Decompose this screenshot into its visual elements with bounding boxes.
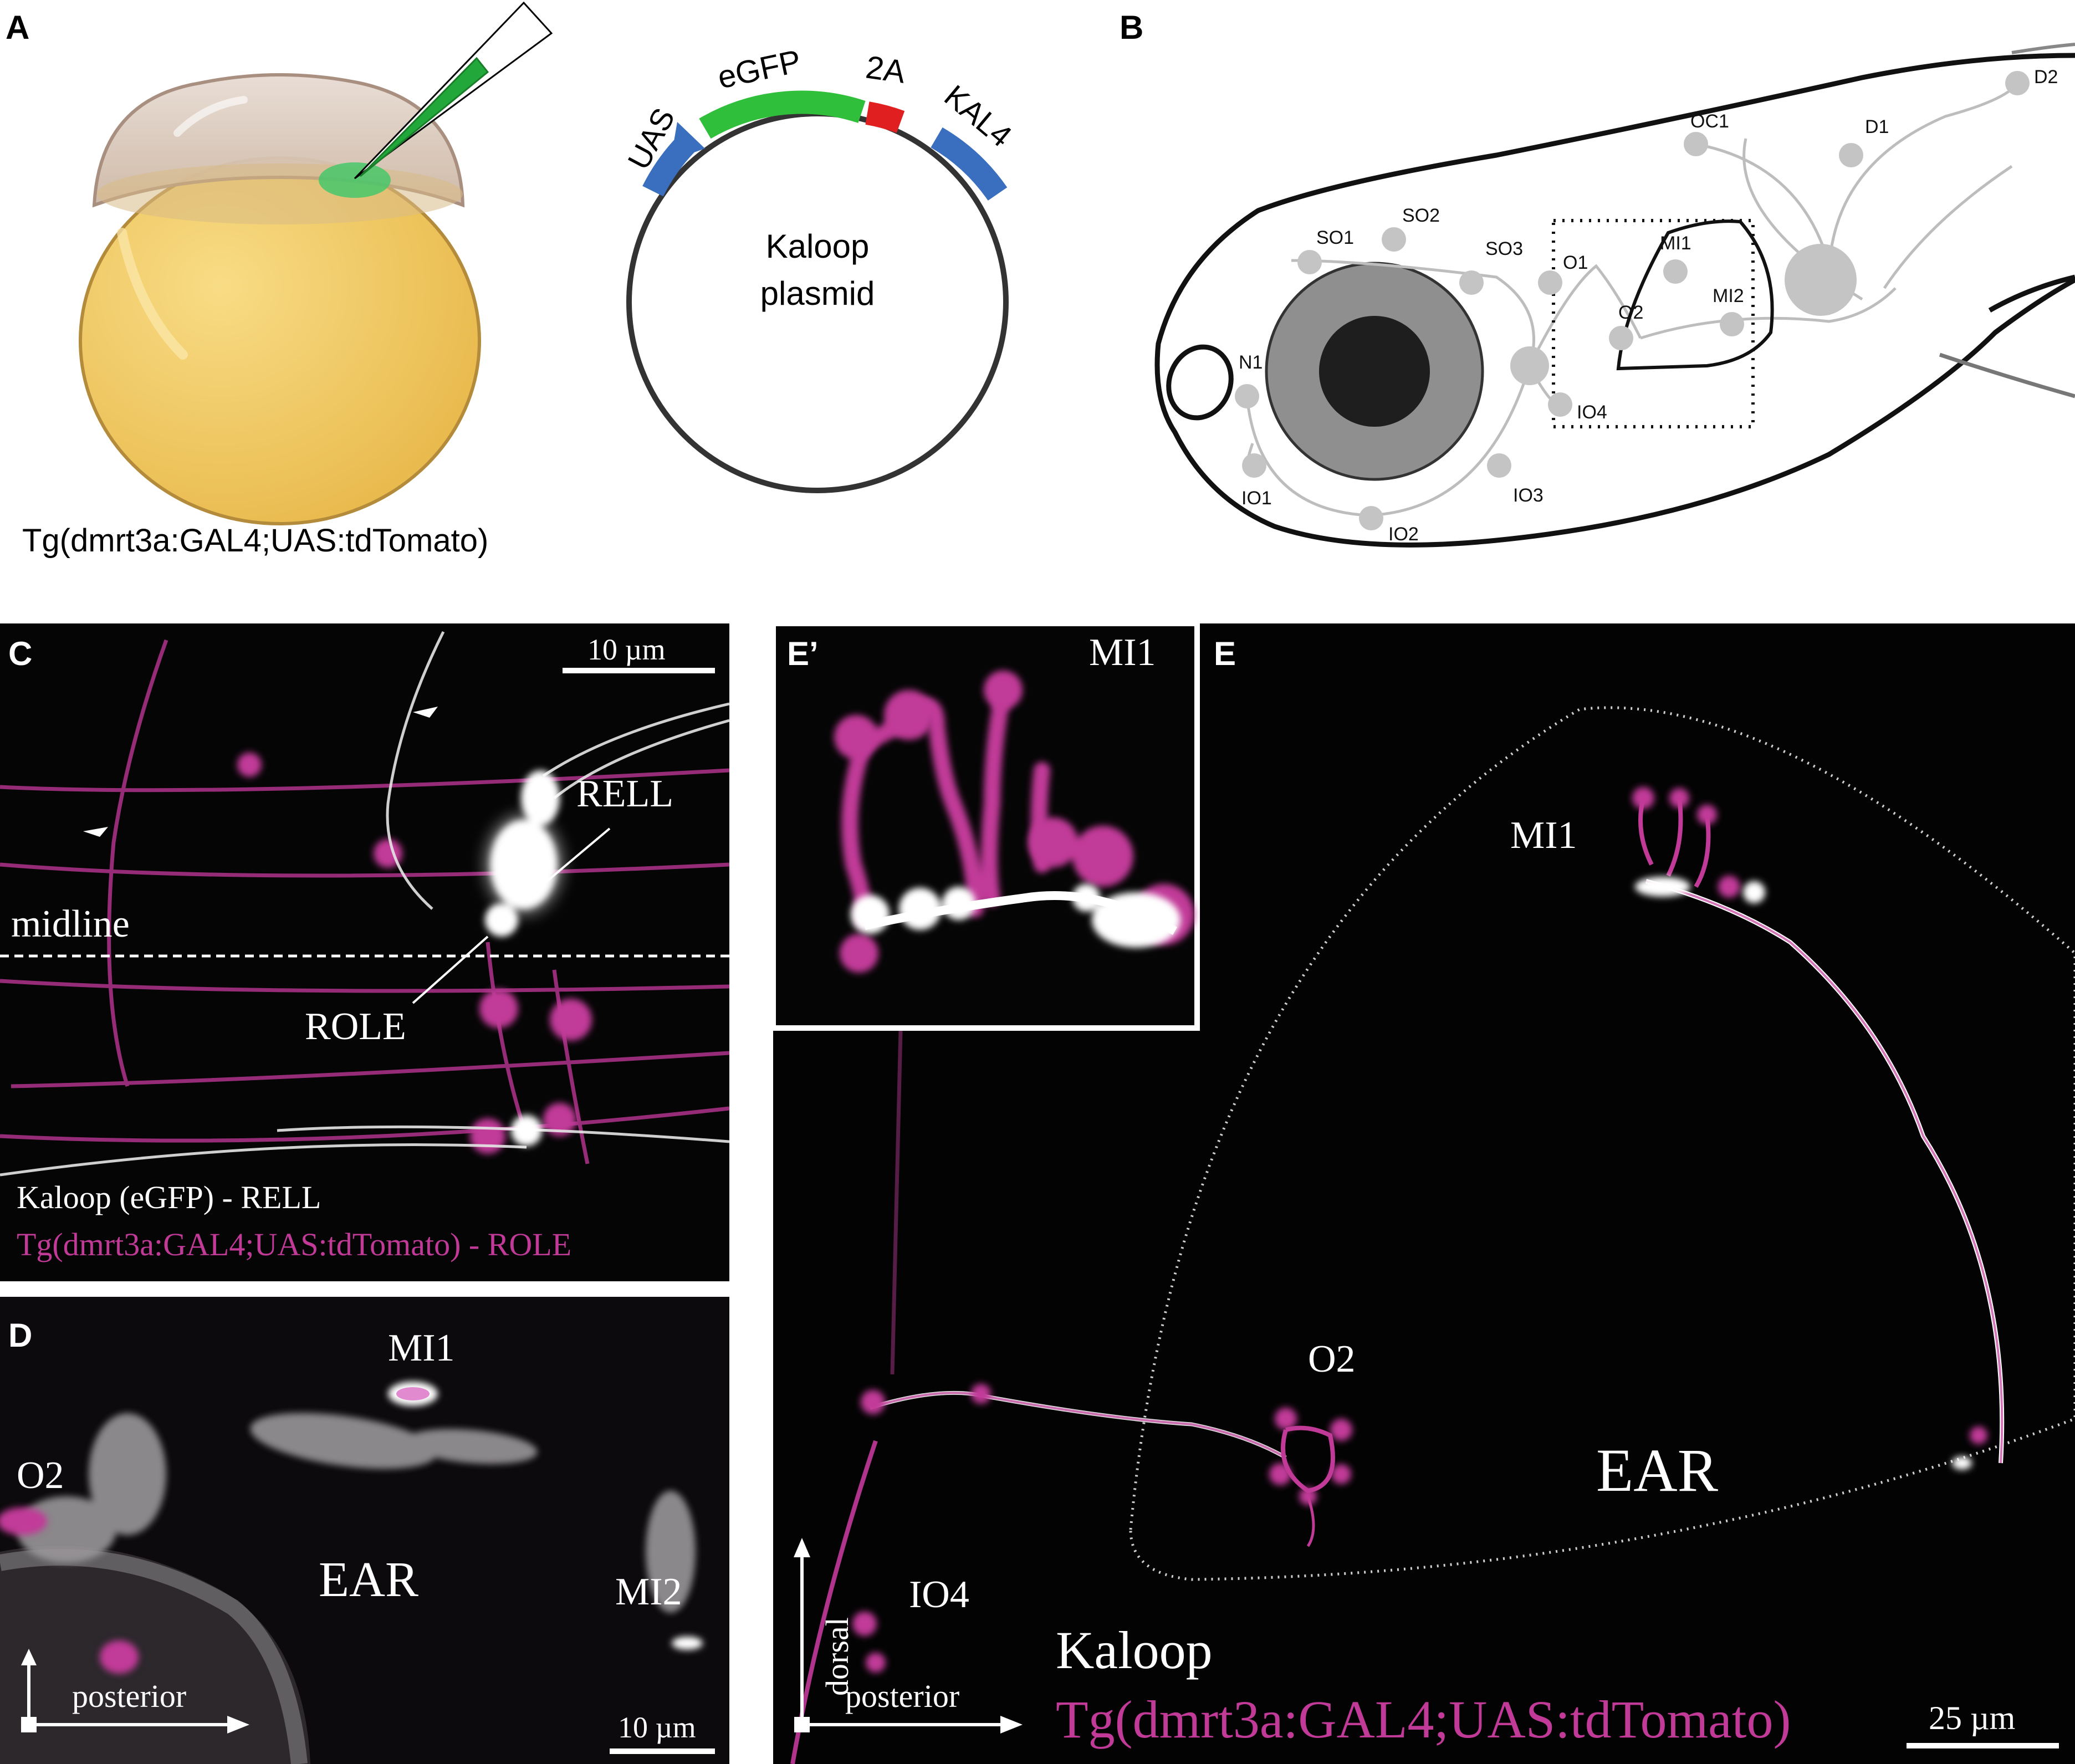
role-label: ROLE — [305, 1005, 406, 1048]
egfp-label: eGFP — [714, 43, 804, 96]
kal4-segment — [931, 127, 1008, 201]
e-axis-h-label: posterior — [845, 1678, 959, 1714]
plasmid-name-1: Kaloop — [766, 228, 870, 265]
arrowhead-2-icon — [413, 707, 438, 718]
nm-io4: IO4 — [1577, 402, 1607, 423]
e-mi1-label: MI1 — [1510, 814, 1577, 857]
fish-outline — [1154, 53, 2075, 548]
e-ear-label: EAR — [1596, 1436, 1719, 1504]
t2a-segment — [865, 101, 905, 133]
d-ear-label: EAR — [319, 1552, 418, 1607]
panel-c-background — [0, 623, 729, 1281]
panel-c: midline RELL ROLE 10 µm C Kaloop (eGFP) … — [0, 623, 730, 1281]
panel-eprime-label: E’ — [787, 635, 819, 672]
ear-outline — [1616, 219, 1774, 371]
plasmid-name-2: plasmid — [760, 275, 875, 312]
nm-io2: IO2 — [1388, 524, 1419, 545]
needle-icon — [354, 1, 553, 180]
injection-site — [319, 162, 391, 198]
d-mi1-label: MI1 — [388, 1327, 455, 1369]
nm-so2: SO2 — [1402, 205, 1440, 226]
nm-n1: N1 — [1239, 352, 1263, 373]
rell-label: RELL — [576, 773, 673, 815]
nm-d2: D2 — [2034, 67, 2058, 88]
panel-a-label: A — [6, 9, 29, 46]
pupil — [1319, 316, 1430, 427]
legend-c-white: Kaloop (eGFP) - RELL — [17, 1179, 321, 1215]
e-up-arrow-icon — [794, 1538, 810, 1557]
e-ear-outline — [1129, 706, 2075, 1581]
d-axis-label: posterior — [72, 1678, 186, 1714]
panel-b-label: B — [1120, 9, 1143, 46]
nm-so3: SO3 — [1485, 238, 1523, 259]
e-right-arrow-icon — [1000, 1716, 1023, 1734]
neuromasts — [1235, 71, 2030, 530]
nm-io3: IO3 — [1513, 485, 1544, 506]
panel-b: B — [1120, 9, 2075, 548]
nm-d1: D1 — [1865, 116, 1889, 137]
inset-box — [1552, 219, 1755, 428]
midline-label: midline — [11, 903, 130, 945]
arrowhead-1-icon — [83, 827, 108, 837]
nm-mi2: MI2 — [1713, 285, 1744, 306]
d-right-arrow-icon — [227, 1716, 249, 1734]
d-up-arrow-icon — [21, 1649, 37, 1665]
d-o2-label: O2 — [17, 1454, 64, 1497]
panel-d-label: D — [8, 1317, 32, 1354]
nm-o1: O1 — [1563, 252, 1588, 273]
nm-so1: SO1 — [1316, 227, 1354, 248]
egfp-segment — [699, 90, 866, 139]
e-axis-v-text: dorsal — [819, 1617, 855, 1696]
e-o2-label: O2 — [1308, 1338, 1356, 1380]
nm-mi1: MI1 — [1660, 233, 1691, 254]
panel-e-prime: MI1 E’ — [770, 621, 1200, 1031]
embryo-caption: Tg(dmrt3a:GAL4;UAS:tdTomato) — [22, 523, 488, 559]
d-mi2-label: MI2 — [615, 1571, 682, 1613]
nm-oc1: OC1 — [1690, 111, 1729, 132]
e-legend-magenta: Tg(dmrt3a:GAL4;UAS:tdTomato) — [1056, 1690, 1791, 1749]
panel-a: A Tg(dmrt3a:GAL4;UAS:tdTomato) UAS — [6, 1, 1019, 559]
panel-c-label: C — [8, 635, 32, 672]
e-io4-label: IO4 — [909, 1573, 969, 1616]
t2a-label: 2A — [863, 49, 908, 90]
e-legend-white: Kaloop — [1056, 1620, 1213, 1680]
legend-c-magenta: Tg(dmrt3a:GAL4;UAS:tdTomato) - ROLE — [17, 1226, 571, 1262]
panel-d: MI1 O2 EAR MI2 posterior 10 µm D — [0, 1297, 729, 1764]
kaloop-plasmid: UAS eGFP 2A KAL4 Kaloop plasmid — [621, 43, 1019, 493]
scale-label-d: 10 µm — [618, 1711, 696, 1744]
scale-label-e: 25 µm — [1929, 1700, 2015, 1736]
scale-label-c: 10 µm — [587, 633, 666, 666]
nm-o2: O2 — [1618, 302, 1643, 323]
nostril — [1166, 344, 1234, 421]
eprime-mi1-label: MI1 — [1089, 631, 1156, 674]
panel-e-label: E — [1214, 635, 1236, 672]
nm-io1: IO1 — [1241, 488, 1272, 509]
